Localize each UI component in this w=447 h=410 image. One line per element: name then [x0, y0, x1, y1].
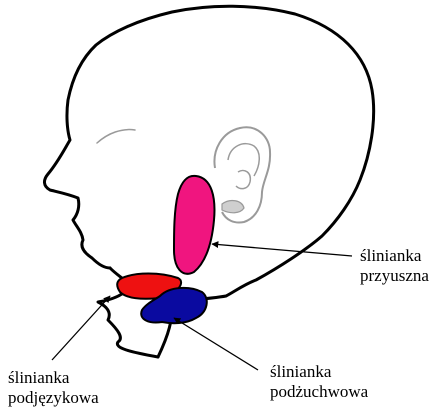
label-parotid: ślinianka przyuszna	[360, 246, 429, 286]
label-parotid-line2: przyuszna	[360, 266, 429, 286]
label-submandibular: ślinianka podżuchwowa	[270, 362, 368, 402]
label-submandibular-line1: ślinianka	[270, 362, 368, 382]
ear	[214, 127, 270, 222]
parotid-gland	[174, 176, 214, 274]
eyebrow	[97, 130, 135, 143]
arrow-parotid	[212, 244, 352, 256]
label-submandibular-line2: podżuchwowa	[270, 382, 368, 402]
head-outline	[44, 6, 373, 357]
label-parotid-line1: ślinianka	[360, 246, 429, 266]
label-sublingual-line1: ślinianka	[8, 368, 99, 388]
label-sublingual-line2: podjęzykowa	[8, 388, 99, 408]
label-sublingual: ślinianka podjęzykowa	[8, 368, 99, 408]
arrow-sublingual	[52, 296, 110, 360]
arrow-submandibular	[174, 318, 258, 370]
